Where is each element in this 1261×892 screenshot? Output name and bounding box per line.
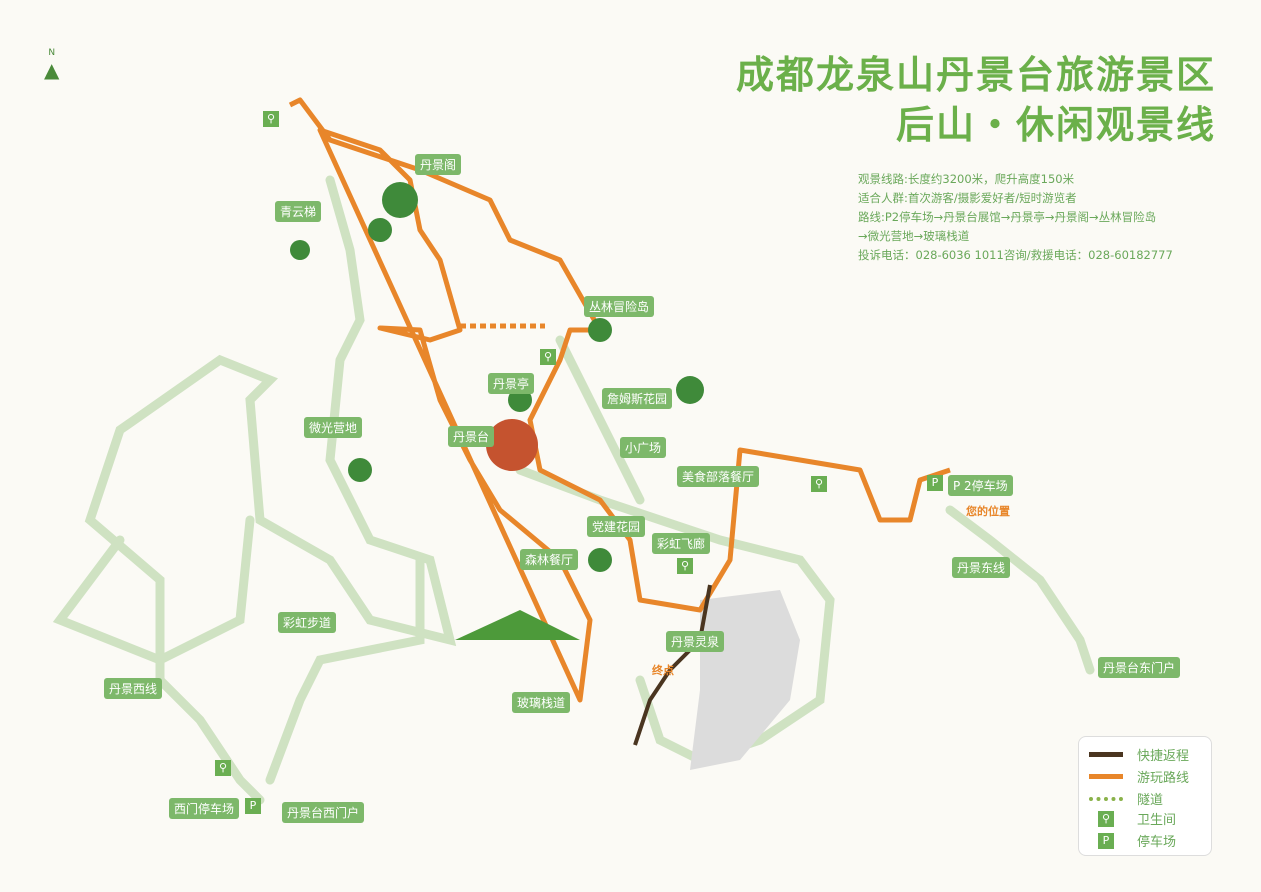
toilet-icon: ⚲ <box>1098 810 1114 827</box>
tour-route <box>288 97 951 703</box>
place-lingquan[interactable]: 丹景灵泉 <box>666 631 725 652</box>
place-danjingtai[interactable]: 丹景台 <box>448 426 495 447</box>
map-subtitle: 后山・休闲观景线 <box>895 103 1216 147</box>
quick-return <box>633 584 712 746</box>
place-conglin[interactable]: 丛林冒险岛 <box>584 296 655 317</box>
place-meishi[interactable]: 美食部落餐厅 <box>677 466 760 487</box>
place-dongmenhu[interactable]: 丹景台东门户 <box>1098 657 1181 678</box>
place-qingyunti[interactable]: 青云梯 <box>275 201 322 222</box>
place-caihongbudao[interactable]: 彩虹步道 <box>278 612 337 633</box>
roads <box>52 175 1095 805</box>
place-weiguang[interactable]: 微光营地 <box>304 417 363 438</box>
orange-line-icon <box>1089 774 1123 779</box>
parking-icon: P <box>1098 832 1114 849</box>
legend-quick-return: 快捷返程 <box>1089 745 1189 764</box>
route-info: 观景线路:长度约3200米，爬升高度150米适合人群:首次游客/摄影爱好者/短时… <box>858 172 1173 262</box>
place-p2[interactable]: P 2停车场 <box>948 475 1013 496</box>
parking-icon: P <box>245 798 261 814</box>
brown-line-icon <box>1089 752 1123 757</box>
place-senlin[interactable]: 森林餐厅 <box>520 549 579 570</box>
place-caihongfeilang[interactable]: 彩虹飞廊 <box>652 533 711 554</box>
toilet-icon: ⚲ <box>540 349 556 365</box>
place-dangjian[interactable]: 党建花园 <box>587 516 646 537</box>
place-zhanmusi[interactable]: 詹姆斯花园 <box>602 388 673 409</box>
north-arrow-icon: ▲ <box>44 58 60 82</box>
end-point: 终点 <box>652 664 674 677</box>
place-dongxian[interactable]: 丹景东线 <box>952 557 1011 578</box>
place-boli[interactable]: 玻璃栈道 <box>512 692 571 713</box>
place-ximentingche[interactable]: 西门停车场 <box>169 798 240 819</box>
place-xiaoguangchang[interactable]: 小广场 <box>620 437 667 458</box>
toilet-icon: ⚲ <box>677 558 693 574</box>
place-danjingge[interactable]: 丹景阁 <box>415 154 462 175</box>
parking-icon: P <box>927 475 943 491</box>
forest-decoration <box>290 182 704 572</box>
hill <box>455 610 580 640</box>
toilet-icon: ⚲ <box>215 760 231 776</box>
legend-tunnel: 隧道 <box>1089 789 1163 808</box>
place-danjingting[interactable]: 丹景亭 <box>488 373 535 394</box>
place-xixian[interactable]: 丹景西线 <box>104 678 163 699</box>
you-are-here: 您的位置 <box>966 505 1010 518</box>
place-ximenhu[interactable]: 丹景台西门户 <box>282 802 365 823</box>
danjingtai-pavilion <box>486 419 538 471</box>
legend-tour-route: 游玩路线 <box>1089 767 1189 786</box>
toilet-icon: ⚲ <box>263 111 279 127</box>
compass: N▲ <box>44 48 60 82</box>
legend-toilet: ⚲卫生间 <box>1089 809 1176 828</box>
gray-valleys <box>690 590 800 770</box>
dashed-line-icon <box>1089 796 1123 801</box>
map-title: 成都龙泉山丹景台旅游景区 <box>735 53 1216 97</box>
toilet-icon: ⚲ <box>811 476 827 492</box>
